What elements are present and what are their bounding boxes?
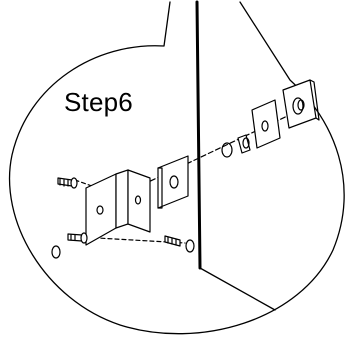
square-plate-right bbox=[251, 99, 281, 149]
screw-top bbox=[57, 177, 78, 189]
nut-spacer bbox=[237, 134, 251, 154]
wall-plug-right bbox=[185, 239, 195, 253]
ring-washer bbox=[221, 142, 233, 158]
wall-plug-left bbox=[51, 245, 61, 259]
anchor-plate bbox=[282, 79, 320, 129]
square-plate-left bbox=[157, 155, 189, 209]
magnifier-outline bbox=[8, 1, 345, 335]
bolt-bottom-right bbox=[164, 235, 181, 247]
l-bracket bbox=[85, 169, 151, 246]
wall-edge bbox=[195, 0, 202, 270]
screw-bottom bbox=[67, 232, 88, 244]
step-label: Step6 bbox=[64, 87, 133, 117]
wall-bottom bbox=[199, 267, 276, 311]
